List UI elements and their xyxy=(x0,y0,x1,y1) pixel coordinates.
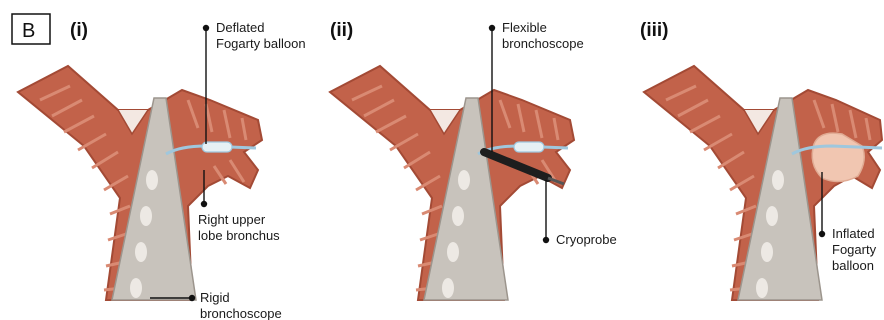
label-rigid-1: Rigid xyxy=(200,290,230,305)
panel-i-number: (i) xyxy=(70,20,88,41)
label-right-upper-lobe-2: lobe bronchus xyxy=(198,228,280,243)
panel-ii-number: (ii) xyxy=(330,20,353,41)
label-rigid-2: bronchoscope xyxy=(200,306,282,320)
panel-iii-number: (iii) xyxy=(640,20,669,41)
label-flexible-1: Flexible xyxy=(502,20,547,35)
panel-letter: B xyxy=(22,20,35,42)
panel-ii: (ii) Flexible bronchoscope Cryoprobe xyxy=(330,20,617,300)
label-flexible-2: bronchoscope xyxy=(502,36,584,51)
label-right-upper-lobe-1: Right upper xyxy=(198,212,266,227)
label-cryoprobe: Cryoprobe xyxy=(556,232,617,247)
label-inflated-3: balloon xyxy=(832,258,874,273)
label-inflated-2: Fogarty xyxy=(832,242,877,257)
panel-letter-box: B xyxy=(12,14,50,44)
label-deflated-fogarty-2: Fogarty balloon xyxy=(216,36,306,51)
panel-i: (i) Deflated Fogarty balloon Right upper… xyxy=(18,20,306,320)
label-inflated-1: Inflated xyxy=(832,226,875,241)
panel-iii: (iii) Inflated Fogarty balloon xyxy=(640,20,882,300)
label-deflated-fogarty-1: Deflated xyxy=(216,20,264,35)
